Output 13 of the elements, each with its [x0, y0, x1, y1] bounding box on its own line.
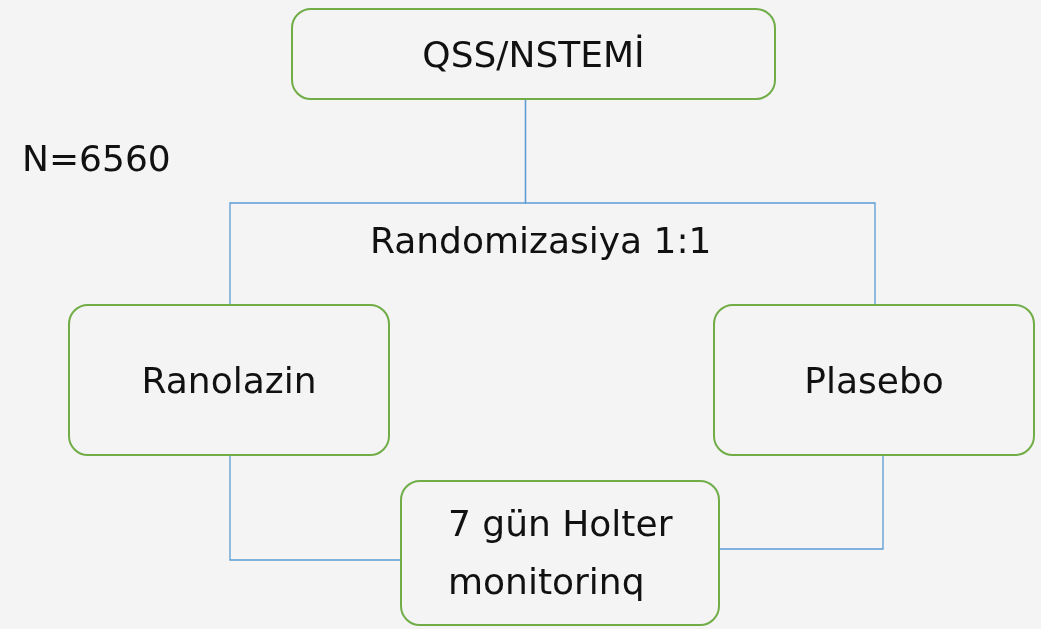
box-label: 7 gün Holter monitorinq — [448, 502, 674, 604]
box-label: Ranolazin — [141, 359, 317, 401]
box-label: Plasebo — [804, 359, 944, 401]
process-box — [291, 8, 776, 100]
box-label: QSS/NSTEMİ — [422, 33, 645, 75]
process-box — [400, 480, 720, 626]
randomization-label: Randomizasiya 1:1 — [370, 220, 712, 261]
sample-size-label: N=6560 — [22, 138, 171, 179]
connector-line — [719, 455, 884, 550]
process-box — [68, 304, 390, 456]
process-box — [713, 304, 1035, 456]
connector-line — [229, 455, 401, 561]
connector-line — [524, 99, 876, 305]
